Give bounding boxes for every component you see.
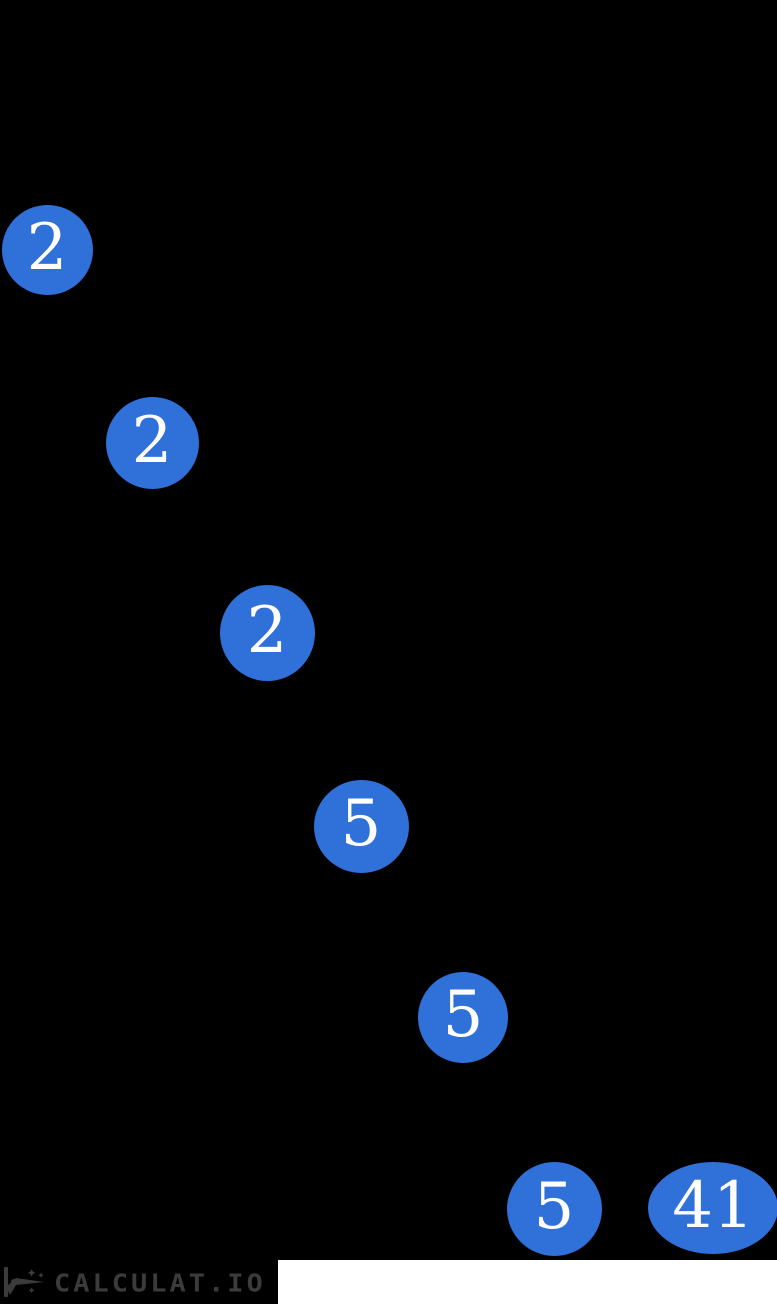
factor-node-label: 2	[26, 211, 68, 285]
factor-node: 5	[506, 1162, 602, 1256]
factor-node-label: 5	[340, 787, 382, 861]
factor-node-label: 5	[533, 1170, 575, 1244]
factor-node: 5	[418, 971, 508, 1063]
factor-node-label: 2	[131, 404, 173, 478]
factor-node-label: 41	[672, 1169, 754, 1243]
factor-node-label: 2	[246, 594, 288, 668]
factor-node: 2	[219, 585, 315, 681]
watermark: CALCULAT.IO	[2, 1265, 266, 1301]
factor-node: 41	[648, 1162, 777, 1254]
factor-node: 2	[105, 397, 199, 489]
rocket-icon	[2, 1265, 48, 1301]
factor-node-label: 5	[442, 978, 484, 1052]
factor-node: 2	[1, 205, 93, 295]
watermark-text: CALCULAT.IO	[54, 1268, 266, 1298]
factor-node: 5	[313, 779, 409, 873]
bottom-strip	[278, 1260, 777, 1304]
